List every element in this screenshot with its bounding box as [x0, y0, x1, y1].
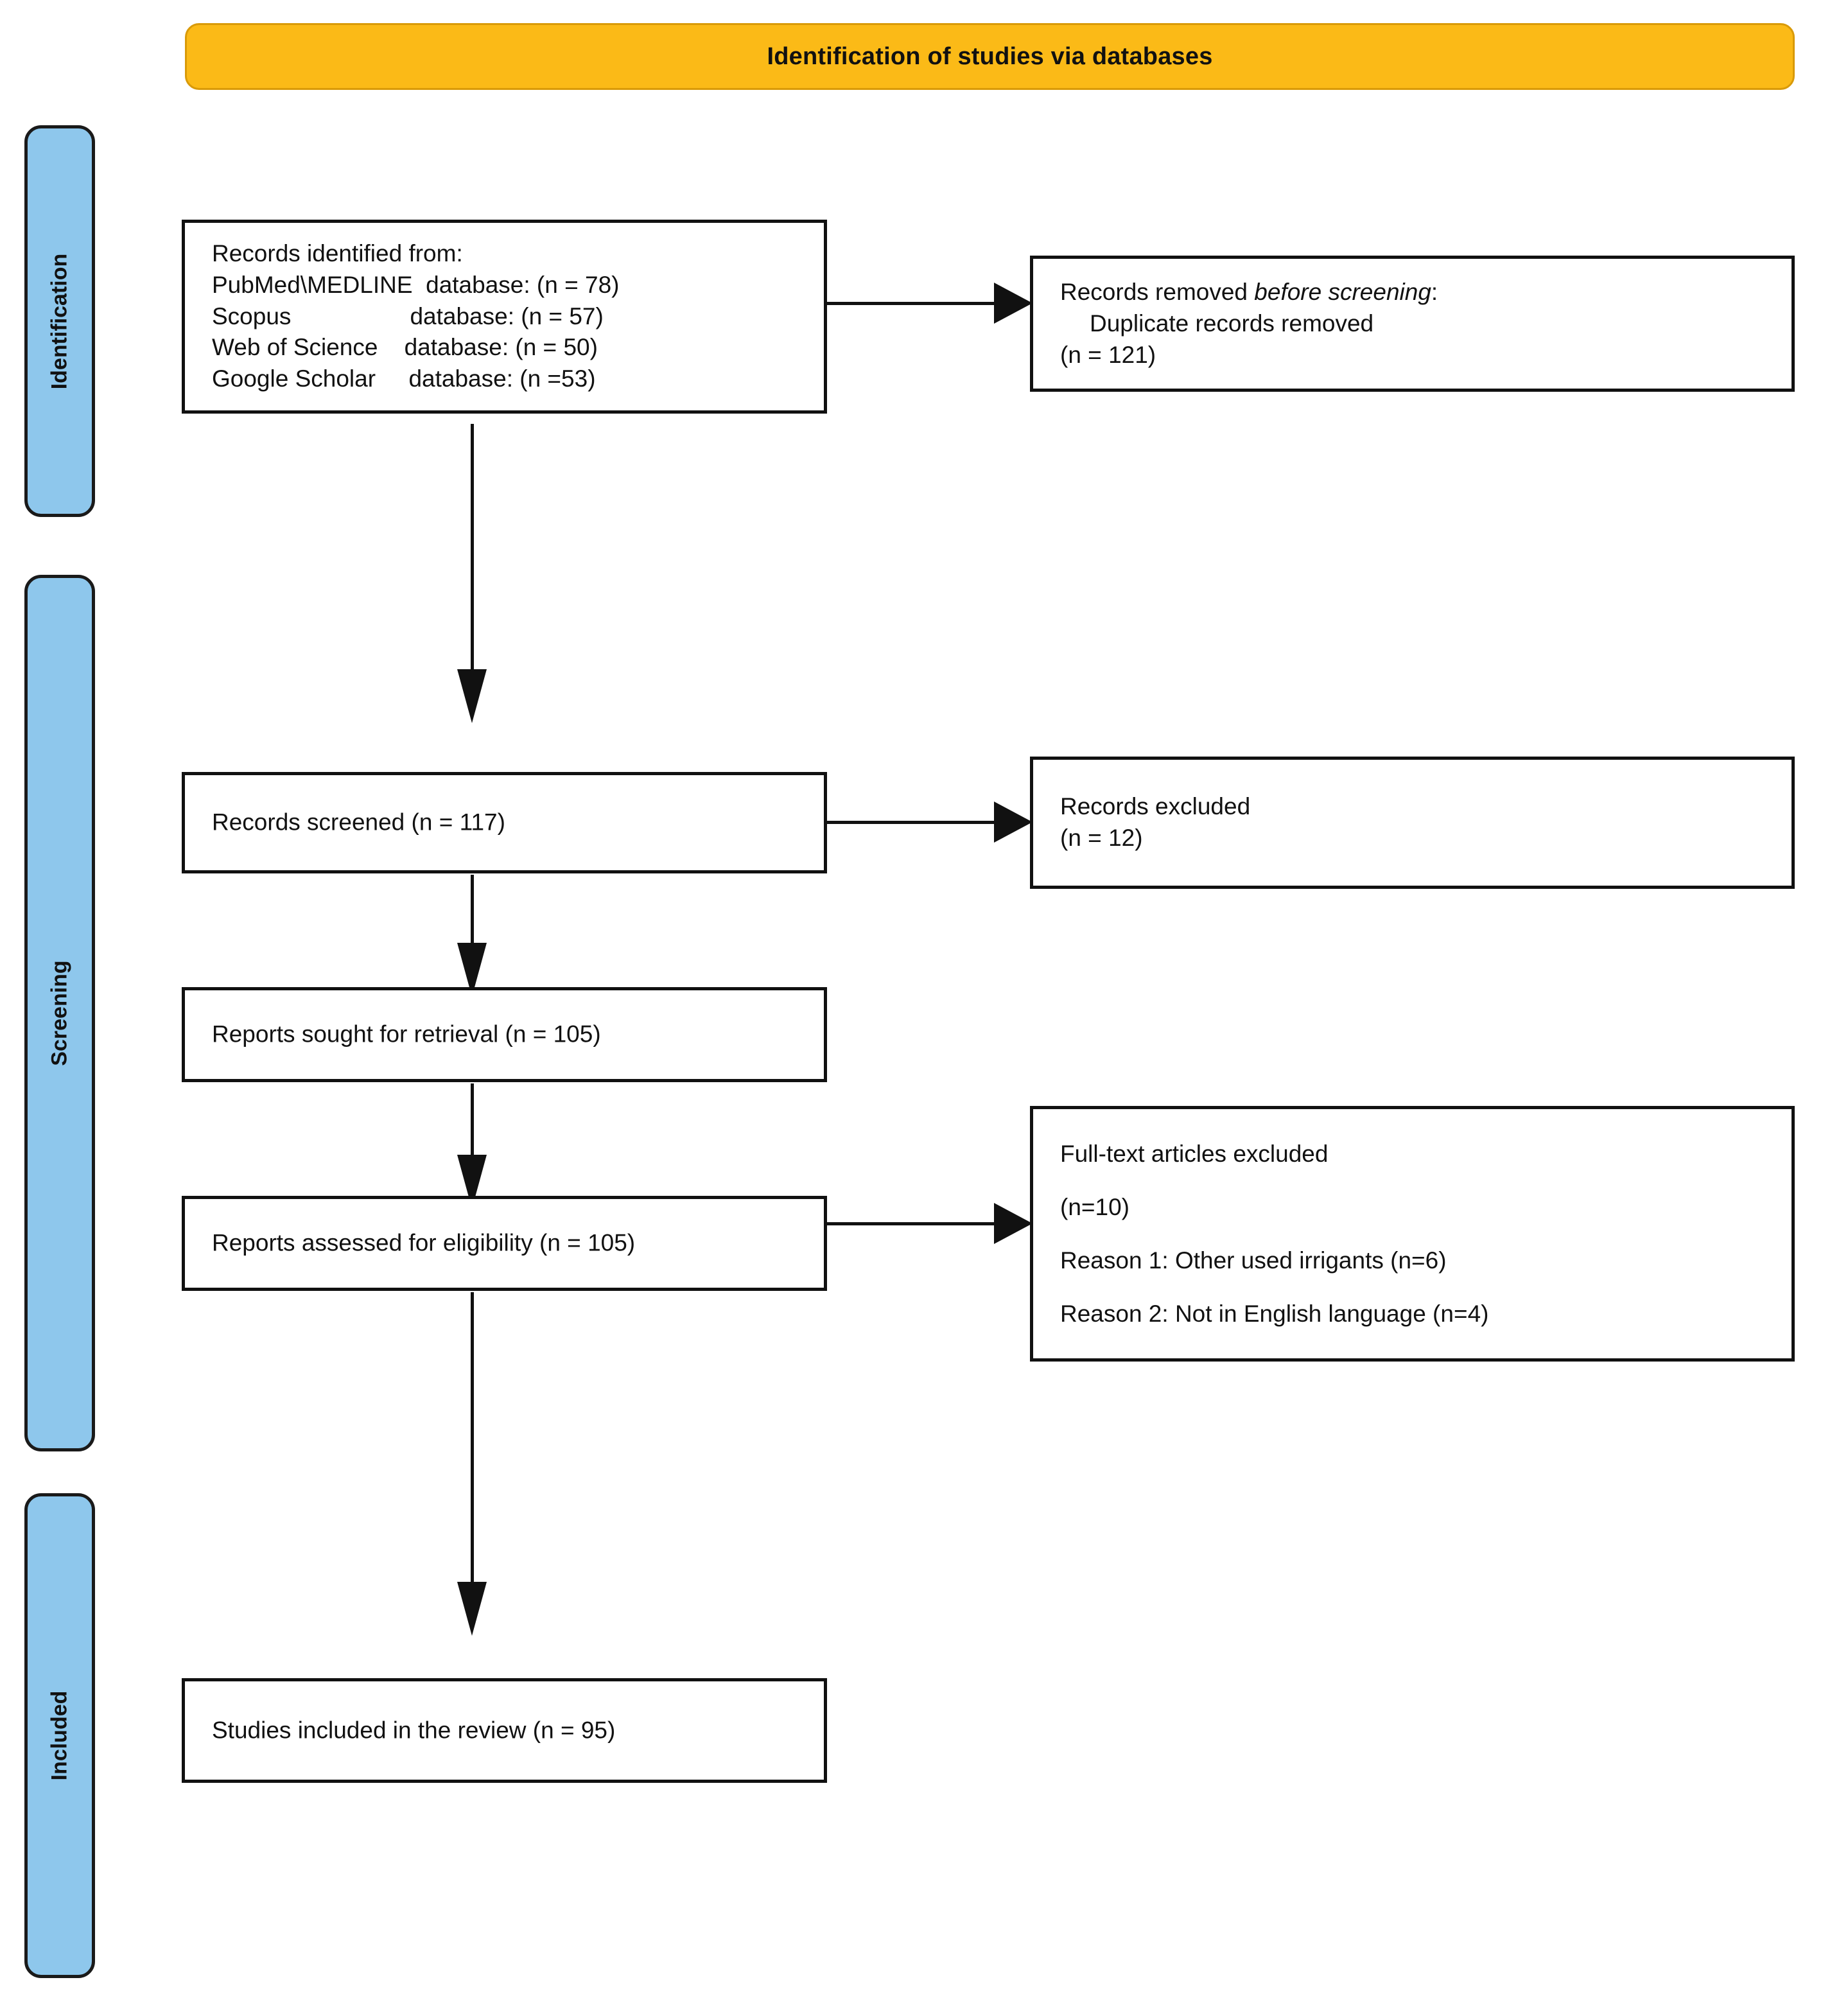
box-records-removed: Records removed before screening: Duplic…: [1030, 256, 1795, 392]
records-identified-line-3: Scopus database: (n = 57): [212, 302, 604, 329]
reports-sought-line-1: Reports sought for retrieval (n = 105): [212, 1021, 601, 1047]
box-fulltext-excluded: Full-text articles excluded (n=10) Reaso…: [1030, 1106, 1795, 1362]
box-records-screened: Records screened (n = 117): [182, 772, 827, 873]
arrow-assessed-to-fulltext-head: [994, 1203, 1033, 1244]
records-removed-italic: before screening: [1254, 278, 1431, 305]
records-identified-line-4: Web of Science database: (n = 50): [212, 334, 598, 361]
stage-screening-label: Screening: [47, 960, 72, 1066]
records-identified-line-5: Google Scholar database: (n =53): [212, 365, 596, 392]
box-records-identified: Records identified from: PubMed\MEDLINE …: [182, 220, 827, 414]
arrow-assessed-to-included-line: [471, 1292, 474, 1584]
studies-included-line-1: Studies included in the review (n = 95): [212, 1717, 616, 1744]
fulltext-excluded-line-2: (n=10): [1060, 1194, 1129, 1220]
arrow-screened-to-excluded-line: [827, 821, 997, 824]
arrow-assessed-to-fulltext-line: [827, 1222, 997, 1225]
arrow-identified-to-screened-head: [457, 669, 487, 723]
arrow-identified-to-removed-line: [827, 302, 997, 305]
banner-title: Identification of studies via databases: [767, 42, 1213, 70]
records-removed-line-2: Duplicate records removed: [1090, 310, 1374, 337]
box-reports-sought: Reports sought for retrieval (n = 105): [182, 987, 827, 1082]
stage-included: Included: [24, 1493, 95, 1978]
arrow-screened-to-excluded-head: [994, 802, 1033, 843]
records-removed-prefix: Records removed: [1060, 278, 1255, 305]
stage-identification-label: Identification: [47, 253, 72, 389]
box-records-excluded: Records excluded (n = 12): [1030, 757, 1795, 889]
stage-included-label: Included: [47, 1690, 72, 1781]
stage-identification: Identification: [24, 125, 95, 517]
arrow-assessed-to-included-head: [457, 1582, 487, 1636]
records-identified-line-2: PubMed\MEDLINE database: (n = 78): [212, 271, 620, 298]
records-removed-line-1: Records removed before screening:: [1060, 277, 1772, 308]
records-excluded-line-2: (n = 12): [1060, 825, 1143, 851]
identification-banner: Identification of studies via databases: [185, 23, 1795, 90]
fulltext-excluded-line-3: Reason 1: Other used irrigants (n=6): [1060, 1247, 1447, 1274]
fulltext-excluded-line-4: Reason 2: Not in English language (n=4): [1060, 1301, 1489, 1327]
records-removed-colon: :: [1431, 278, 1438, 305]
arrow-identified-to-removed-head: [994, 283, 1033, 324]
reports-assessed-line-1: Reports assessed for eligibility (n = 10…: [212, 1229, 636, 1256]
box-reports-assessed: Reports assessed for eligibility (n = 10…: [182, 1196, 827, 1291]
records-removed-line-3: (n = 121): [1060, 341, 1156, 368]
arrow-identified-to-screened-line: [471, 424, 474, 671]
records-screened-line-1: Records screened (n = 117): [212, 809, 505, 836]
fulltext-excluded-line-1: Full-text articles excluded: [1060, 1141, 1329, 1167]
arrow-screened-to-sought-line: [471, 875, 474, 945]
arrow-sought-to-assessed-line: [471, 1083, 474, 1157]
box-studies-included: Studies included in the review (n = 95): [182, 1678, 827, 1783]
records-excluded-line-1: Records excluded: [1060, 793, 1251, 820]
records-identified-line-1: Records identified from:: [212, 240, 463, 267]
stage-screening: Screening: [24, 575, 95, 1451]
